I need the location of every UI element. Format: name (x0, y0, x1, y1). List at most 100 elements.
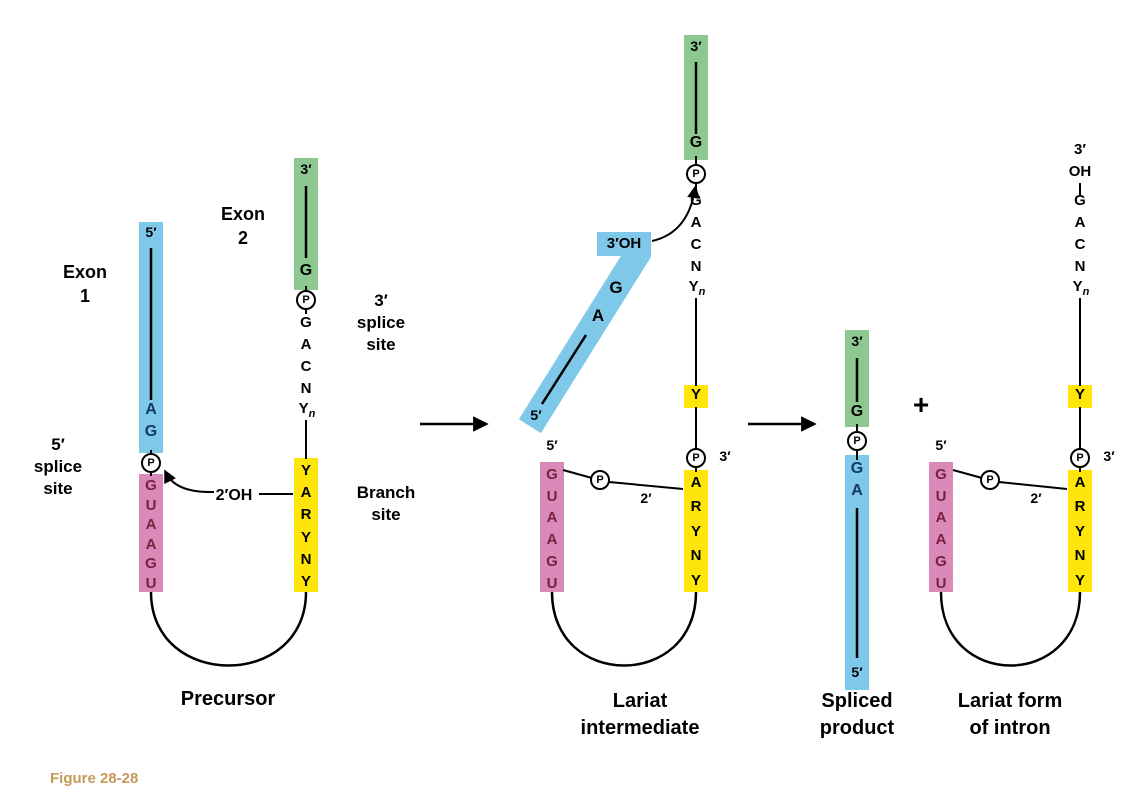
nucleotide-letter: G (144, 423, 158, 440)
exon1-letter-g-li: G (609, 278, 623, 297)
nucleotide-letter: C (300, 358, 312, 375)
donor-five-prime-lf: 5′ (935, 437, 947, 453)
nucleophilic-attack-arrow-1 (164, 469, 215, 494)
nucleotide-letter: Y (300, 462, 311, 479)
nucleotide-letter: G (689, 134, 703, 151)
nucleotide-letter: G (546, 552, 558, 570)
phosphate-circle-acceptor-li: P (686, 448, 706, 468)
exon1-strand-line-li (540, 334, 588, 405)
phosphate-circle-junction-sp: P (847, 431, 867, 451)
nucleotide-letter: A (1074, 474, 1086, 491)
phosphate-circle-branch-lf: P (980, 470, 1000, 490)
nucleotide-letter: G (300, 314, 312, 331)
yn-subscript: n (308, 408, 316, 420)
donor-site-bar-lf (929, 462, 953, 592)
nucleotide-letter: N (690, 258, 702, 275)
nucleotide-letter: G (850, 403, 864, 420)
nucleotide-letter: N (300, 550, 312, 568)
phosphate-circle-acceptor-lf: P (1070, 448, 1090, 468)
nucleotide-letter: U (145, 574, 157, 592)
exon2-letters-sp: G (845, 401, 869, 423)
precursor-caption: Precursor (180, 688, 276, 710)
two-prime-bond-lf (998, 481, 1068, 490)
nucleotide-letter: A (300, 484, 312, 502)
nucleotide-letter: R (690, 498, 702, 516)
nucleotide-letter: U (145, 496, 157, 514)
nucleotide-letter: A (1074, 214, 1086, 231)
nucleotide-letter: Y (1074, 522, 1085, 540)
phosphate-circle-5ss: P (141, 453, 161, 473)
nucleotide-letter: R (1074, 498, 1086, 516)
exon1-three-oh-label: 3′OH (597, 232, 651, 256)
donor-phosphate-link-lf (952, 469, 983, 479)
branch-site-bar-lf (1068, 470, 1092, 592)
nucleotide-letter: A (935, 531, 947, 549)
two-prime-label-li: 2′ (640, 490, 652, 506)
two-prime-label-lf: 2′ (1030, 490, 1042, 506)
nucleotide-letter: G (850, 460, 864, 477)
plus-sign: + (912, 389, 930, 420)
nucleotide-letter: C (1074, 236, 1086, 253)
intron-three-oh-end: 3′OH (1068, 141, 1092, 180)
exon1-five-prime-label: 5′ (145, 224, 157, 240)
nucleotide-letter: G (145, 477, 157, 494)
nucleotide-letter: A (935, 509, 947, 527)
nucleotide-letter: Y (690, 571, 701, 589)
pyrimidine-y-box-lf (1068, 385, 1092, 408)
nucleotide-letter: A (145, 401, 157, 418)
pyrimidine-y-box-li (684, 385, 708, 408)
two-prime-oh-label: 2′OH (215, 487, 253, 504)
nucleotide-letter: Y (300, 573, 311, 591)
donor-site-bar (139, 474, 163, 592)
nucleotide-letter: A (145, 535, 157, 553)
nucleotide-letter: R (300, 506, 312, 524)
nucleotide-letter: G (1074, 192, 1086, 209)
pyrimidine-tract-yn-li: Yn (684, 276, 710, 298)
nucleotide-letter: Y (298, 400, 309, 417)
intron-loop-lf (939, 591, 1082, 667)
acceptor-three-prime-lf: 3′ (1103, 448, 1115, 464)
intron-loop-precursor (149, 591, 308, 667)
nucleotide-letter: N (300, 380, 312, 397)
nucleotide-letter: G (935, 466, 947, 483)
nucleotide-letter: A (145, 516, 157, 534)
exon2-letters: G (294, 260, 318, 282)
nucleotide-letter: C (690, 236, 702, 253)
nucleotide-letter: Y (300, 528, 311, 546)
nucleotide-letter: Y (1072, 278, 1083, 295)
nucleotide-letter: N (1074, 547, 1086, 565)
phosphate-circle-branch-li: P (590, 470, 610, 490)
exon2-letters-li: G (684, 132, 708, 154)
nucleotide-letter: Y (688, 278, 699, 295)
nucleotide-letter: U (935, 574, 947, 592)
exon1-five-prime-sp: 5′ (851, 664, 863, 680)
donor-five-prime-li: 5′ (546, 437, 558, 453)
y-box-letter-lf: Y (1074, 386, 1085, 403)
nucleotide-letter: Y (690, 522, 701, 540)
branch-site-bar (294, 458, 318, 592)
pyrimidine-tract-yn-lf: Yn (1068, 276, 1094, 298)
nucleotide-letter: G (145, 555, 157, 573)
nucleotide-letter: G (690, 192, 702, 209)
nucleotide-letter: A (300, 336, 312, 353)
phosphate-circle-3ss: P (296, 290, 316, 310)
